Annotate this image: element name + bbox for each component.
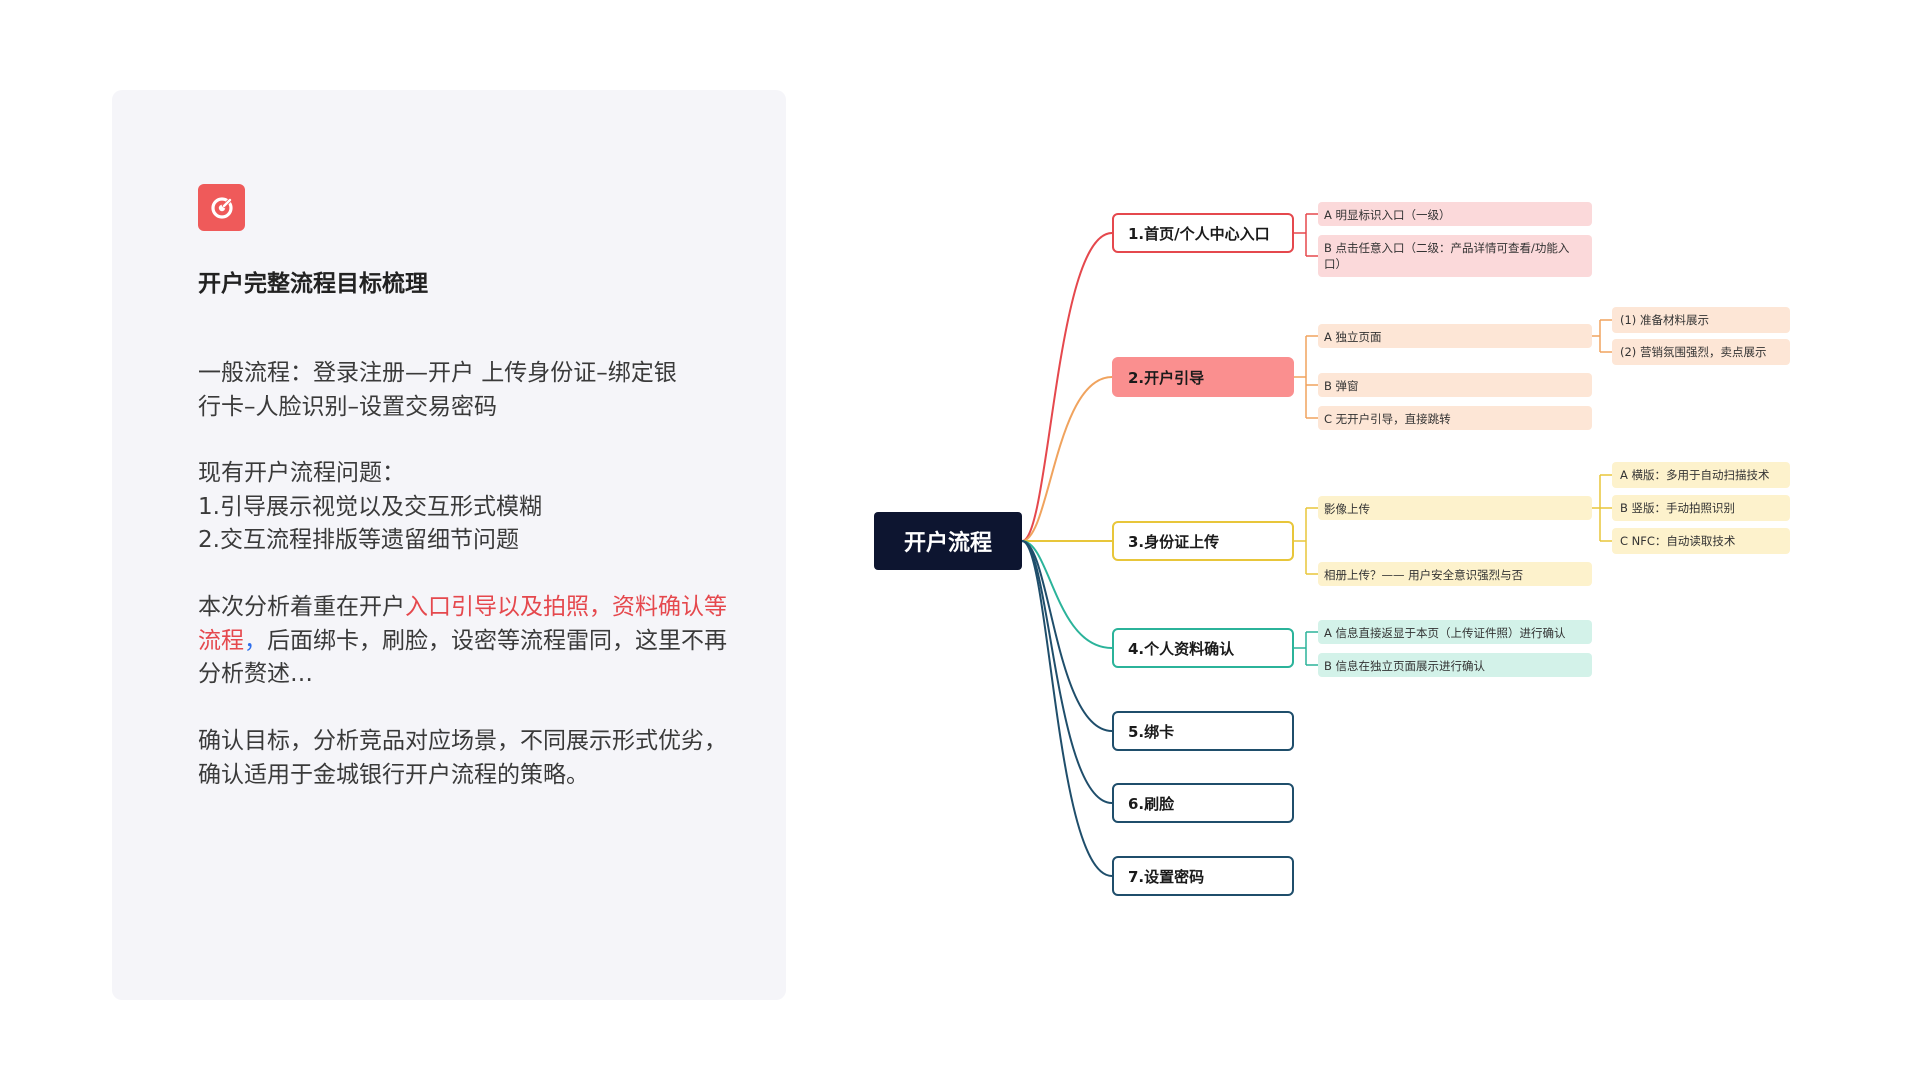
issues-paragraph: 现有开户流程问题： 1.引导展示视觉以及交互形式模糊 2.交互流程排版等遗留细节… bbox=[198, 457, 738, 558]
leaf-node[interactable]: 相册上传？—— 用户安全意识强烈与否 bbox=[1318, 562, 1592, 586]
page-title: 开户完整流程目标梳理 bbox=[198, 271, 428, 297]
text-line: 一般流程：登录注册—开户 上传身份证–绑定银 bbox=[198, 360, 677, 386]
edge-root-branch5 bbox=[1021, 540, 1113, 732]
edge-root-branch1 bbox=[1021, 232, 1113, 542]
branch-node-info-confirm[interactable]: 4.个人资料确认 bbox=[1112, 628, 1294, 668]
left-panel bbox=[112, 90, 786, 1000]
text-line: 1.引导展示视觉以及交互形式模糊 bbox=[198, 493, 542, 520]
focus-paragraph: 本次分析着重在开户入口引导以及拍照，资料确认等流程，后面绑卡，刷脸，设密等流程雷… bbox=[198, 591, 738, 692]
sub-leaf-node[interactable]: C NFC：自动读取技术 bbox=[1612, 528, 1790, 554]
sub-leaf-node[interactable]: A 横版：多用于自动扫描技术 bbox=[1612, 462, 1790, 488]
branch-node-id-upload[interactable]: 3.身份证上传 bbox=[1112, 521, 1294, 561]
leaf-node[interactable]: B 点击任意入口（二级：产品详情可查看/功能入口） bbox=[1318, 235, 1592, 277]
leaf-node[interactable]: B 弹窗 bbox=[1318, 373, 1592, 397]
branch-node-face[interactable]: 6.刷脸 bbox=[1112, 783, 1294, 823]
text-line: 行卡–人脸识别–设置交易密码 bbox=[198, 393, 497, 420]
sub-leaf-node[interactable]: B 竖版：手动拍照识别 bbox=[1612, 495, 1790, 521]
edge-root-branch6 bbox=[1021, 540, 1113, 804]
highlight-text: 入口引导以及拍照，资料确认等流程 bbox=[198, 594, 727, 654]
edge-root-branch7 bbox=[1021, 540, 1113, 877]
text-span: 确认目标，分析竞品对应场景，不同展示形式优劣，确认适用于金城银行开户流程的策略。 bbox=[198, 728, 727, 788]
leaf-node[interactable]: B 信息在独立页面展示进行确认 bbox=[1318, 653, 1592, 677]
branch-node-password[interactable]: 7.设置密码 bbox=[1112, 856, 1294, 896]
text-line: 2.交互流程排版等遗留细节问题 bbox=[198, 527, 519, 553]
leaf-node[interactable]: 影像上传 bbox=[1318, 496, 1592, 520]
logo-icon bbox=[198, 184, 245, 231]
edge-b2-leaves bbox=[1294, 335, 1318, 419]
branch-node-entry[interactable]: 1.首页/个人中心入口 bbox=[1112, 213, 1294, 253]
text-span: 本次分析着重在开户 bbox=[198, 594, 405, 620]
text-span: 后面绑卡，刷脸，设密等流程雷同，这里不再分析赘述… bbox=[198, 627, 727, 688]
edge-b3-subleaves bbox=[1592, 474, 1612, 542]
goal-paragraph: 确认目标，分析竞品对应场景，不同展示形式优劣，确认适用于金城银行开户流程的策略。 bbox=[198, 725, 738, 792]
edge-root-branch4 bbox=[1021, 540, 1113, 649]
branch-node-bind-card[interactable]: 5.绑卡 bbox=[1112, 711, 1294, 751]
edge-root-branch2 bbox=[1021, 376, 1113, 542]
leaf-node[interactable]: A 明显标识入口（一级） bbox=[1318, 202, 1592, 226]
edge-b4-leaves bbox=[1294, 631, 1318, 666]
highlight-comma: ， bbox=[244, 627, 267, 654]
leaf-node[interactable]: C 无开户引导，直接跳转 bbox=[1318, 406, 1592, 430]
edge-b2-subleaves bbox=[1592, 319, 1612, 353]
general-flow-paragraph: 一般流程：登录注册—开户 上传身份证–绑定银 行卡–人脸识别–设置交易密码 bbox=[198, 357, 738, 424]
sub-leaf-node[interactable]: (2) 营销氛围强烈，卖点展示 bbox=[1612, 339, 1790, 365]
branch-node-guide[interactable]: 2.开户引导 bbox=[1112, 357, 1294, 397]
leaf-node[interactable]: A 信息直接返显于本页（上传证件照）进行确认 bbox=[1318, 620, 1592, 644]
text-line: 现有开户流程问题： bbox=[198, 460, 405, 486]
sub-leaf-node[interactable]: (1) 准备材料展示 bbox=[1612, 307, 1790, 333]
mindmap-root-node[interactable]: 开户流程 bbox=[874, 512, 1022, 570]
leaf-node[interactable]: A 独立页面 bbox=[1318, 324, 1592, 348]
edge-b1-leaves bbox=[1294, 213, 1318, 257]
edge-b3-leaves bbox=[1294, 507, 1318, 575]
